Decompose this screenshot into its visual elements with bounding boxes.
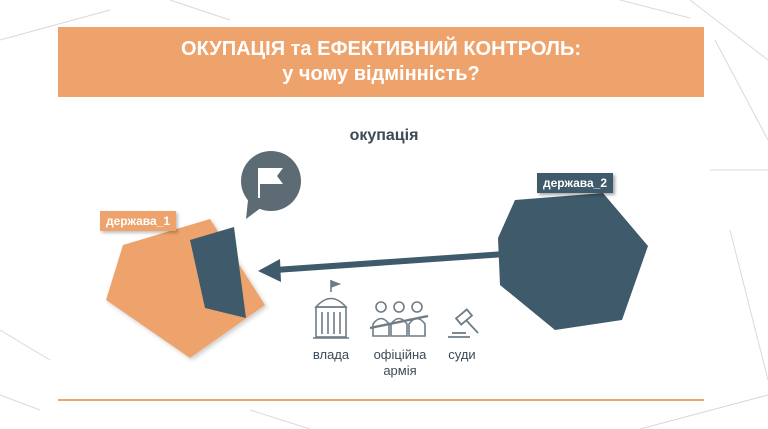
state1-label: держава_1 xyxy=(100,211,177,231)
bottom-divider xyxy=(58,399,704,401)
army-label-line1: офіційна xyxy=(373,347,427,362)
courts-label: суди xyxy=(448,347,476,362)
subtitle: окупація xyxy=(349,127,419,144)
army-label-line2: армія xyxy=(383,363,417,378)
soldiers-crossed-icon xyxy=(369,301,429,337)
government-building-icon xyxy=(313,280,349,339)
arrow-head xyxy=(258,259,281,282)
title-banner: ОКУПАЦІЯ та ЕФЕКТИВНИЙ КОНТРОЛЬ: у чому … xyxy=(58,27,704,97)
state2-shape xyxy=(498,193,648,330)
state2-label: держава_2 xyxy=(537,173,614,193)
army-label: офіційна армія xyxy=(364,347,436,379)
occupation-arrow xyxy=(274,251,506,273)
title-line-2: у чому відмінність? xyxy=(282,63,480,85)
power-label: влада xyxy=(312,347,350,362)
state1-occupied-area xyxy=(190,227,246,318)
flag-speech-bubble-icon xyxy=(241,151,301,219)
gavel-icon xyxy=(448,308,479,338)
title-line-1: ОКУПАЦІЯ та ЕФЕКТИВНИЙ КОНТРОЛЬ: xyxy=(181,38,581,60)
